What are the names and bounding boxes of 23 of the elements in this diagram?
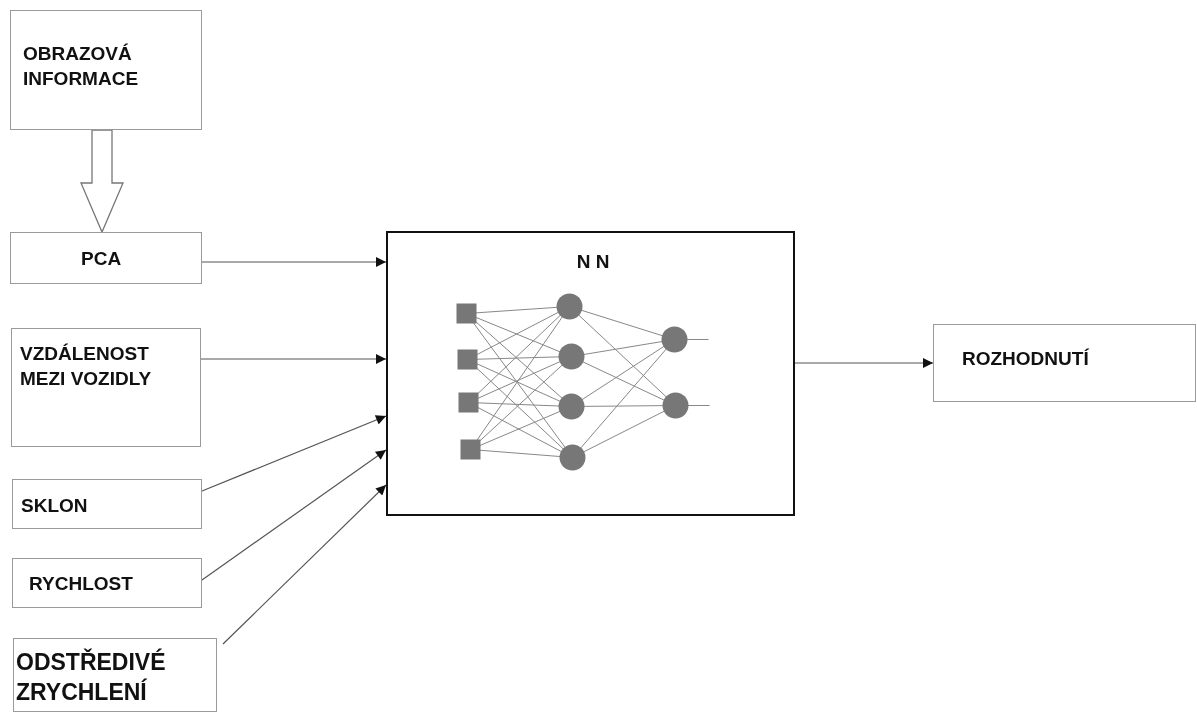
- arrow: [794, 358, 934, 368]
- process-box: [933, 324, 1196, 402]
- box-label: RYCHLOST: [29, 572, 134, 596]
- block-arrow: [80, 129, 124, 234]
- box-label: ODSTŘEDIVÉ ZRYCHLENÍ: [16, 647, 167, 707]
- process-box: [12, 558, 202, 608]
- box-label: ROZHODNUTÍ: [962, 347, 1090, 371]
- arrow: [201, 415, 387, 492]
- box-label: PCA: [81, 247, 123, 271]
- arrow: [200, 354, 387, 364]
- arrow: [222, 484, 387, 645]
- arrow: [201, 449, 387, 581]
- box-label: VZDÁLENOST MEZI VOZIDLY: [20, 342, 153, 391]
- process-box: [10, 10, 202, 130]
- process-box: [13, 638, 217, 712]
- process-box: [11, 328, 201, 447]
- arrow: [201, 257, 387, 267]
- box-label: OBRAZOVÁ INFORMACE: [23, 42, 140, 91]
- box-label: SKLON: [21, 494, 89, 518]
- neural-network-box: [386, 231, 795, 516]
- box-title: N N: [575, 250, 611, 274]
- process-box: [10, 232, 202, 284]
- process-box: [12, 479, 202, 529]
